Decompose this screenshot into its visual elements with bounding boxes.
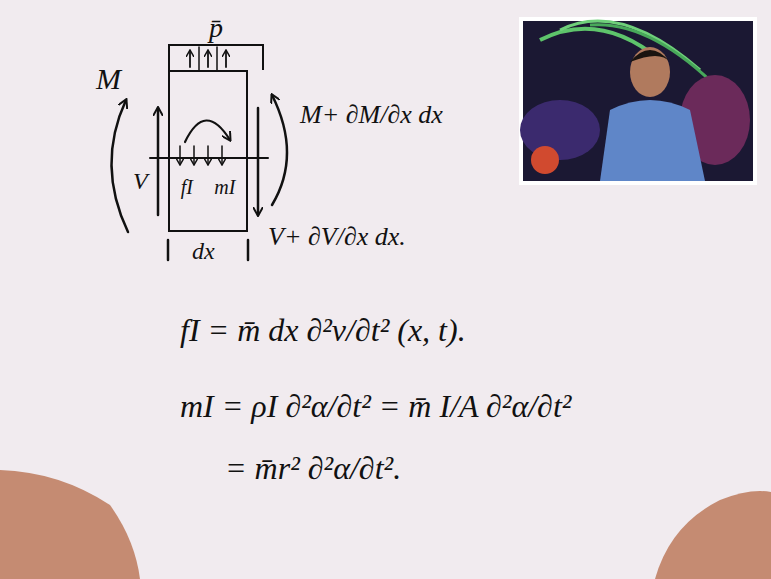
equation: = m̄r² ∂²α/∂t². xyxy=(225,450,401,487)
moment-label: M+ ∂M/∂x dx xyxy=(300,100,443,130)
shear-label: V+ ∂V/∂x dx. xyxy=(268,222,406,252)
load-label: p̄ xyxy=(168,12,264,44)
distributed-load: p̄ xyxy=(168,12,264,70)
equation: fI = m̄ dx ∂²v/∂t² (x, t). xyxy=(180,312,466,349)
load-strip xyxy=(168,44,264,70)
hand xyxy=(655,491,771,579)
video-inset xyxy=(519,17,757,185)
moment-label: M xyxy=(96,62,121,96)
shear-label: V xyxy=(133,168,148,195)
equation: mI = ρI ∂²α/∂t² = m̄ I/A ∂²α/∂t² xyxy=(180,388,571,425)
hand xyxy=(0,470,140,579)
inertia-label: mI xyxy=(214,176,235,199)
dimension-label: dx xyxy=(192,238,215,265)
inertia-label: fI xyxy=(181,176,193,199)
beam-element: fI mI xyxy=(168,70,248,232)
